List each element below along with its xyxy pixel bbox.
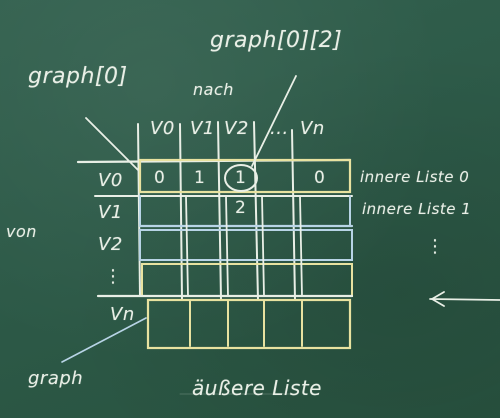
- cell-r0-c1: 1: [194, 168, 206, 188]
- cell-r0-c4: 0: [314, 168, 326, 188]
- row-header-dots: ⋮: [104, 266, 123, 287]
- cell-r0-c0: 0: [154, 168, 166, 188]
- column-header-vn: Vn: [300, 118, 325, 139]
- column-header-v0: V0: [150, 118, 175, 139]
- label-inner-dots: ⋮: [426, 236, 445, 257]
- row-header-vn: Vn: [110, 304, 135, 325]
- label-outer-list: äußere Liste: [192, 376, 322, 400]
- label-graph-0: graph[0]: [28, 64, 128, 89]
- row-header-v0: V0: [98, 170, 123, 191]
- label-inner-list-0: innere Liste 0: [360, 168, 470, 186]
- column-header-ellipsis: ...: [270, 118, 289, 139]
- label-nach: nach: [193, 80, 234, 99]
- label-von: von: [6, 222, 37, 241]
- label-inner-list-1: innere Liste 1: [362, 200, 472, 218]
- row-header-v2: V2: [98, 234, 123, 255]
- label-graph: graph: [28, 368, 84, 389]
- title-graph-0-2: graph[0][2]: [210, 28, 343, 53]
- column-header-v1: V1: [190, 118, 215, 139]
- cell-r1-c2: 2: [235, 198, 247, 218]
- column-header-v2: V2: [224, 118, 249, 139]
- cell-r0-c2: 1: [235, 168, 247, 188]
- row-header-v1: V1: [98, 202, 123, 223]
